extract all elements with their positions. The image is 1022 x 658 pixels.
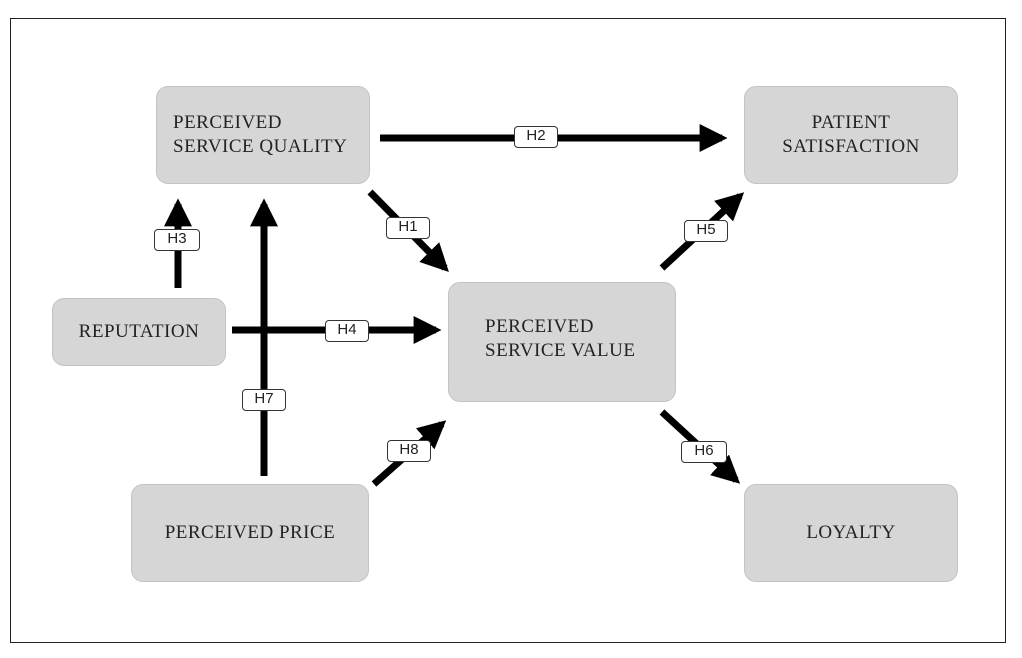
hypothesis-label-h4: H4	[325, 320, 369, 342]
hypothesis-label-h2: H2	[514, 126, 558, 148]
node-label: LOYALTY	[806, 522, 896, 543]
node-label: SERVICE QUALITY	[173, 136, 348, 157]
node-reputation: REPUTATION	[52, 298, 226, 366]
hypothesis-label-h3: H3	[154, 229, 200, 251]
node-label: PATIENT	[811, 112, 891, 133]
node-perceived-service-value: PERCEIVED SERVICE VALUE	[448, 282, 676, 402]
hypothesis-label-h5: H5	[684, 220, 728, 242]
node-label: SATISFACTION	[782, 136, 920, 157]
node-patient-satisfaction: PATIENT SATISFACTION	[744, 86, 958, 184]
node-perceived-price: PERCEIVED PRICE	[131, 484, 369, 582]
hypothesis-label-h7: H7	[242, 389, 286, 411]
node-label: PERCEIVED	[485, 316, 594, 337]
hypothesis-label-h8: H8	[387, 440, 431, 462]
node-label: PERCEIVED PRICE	[164, 522, 336, 543]
hypothesis-label-h6: H6	[681, 441, 727, 463]
node-perceived-service-quality: PERCEIVED SERVICE QUALITY	[156, 86, 370, 184]
node-label: REPUTATION	[78, 321, 200, 342]
node-label: PERCEIVED	[173, 112, 282, 133]
hypothesis-label-h1: H1	[386, 217, 430, 239]
node-label: SERVICE VALUE	[485, 340, 636, 361]
node-loyalty: LOYALTY	[744, 484, 958, 582]
